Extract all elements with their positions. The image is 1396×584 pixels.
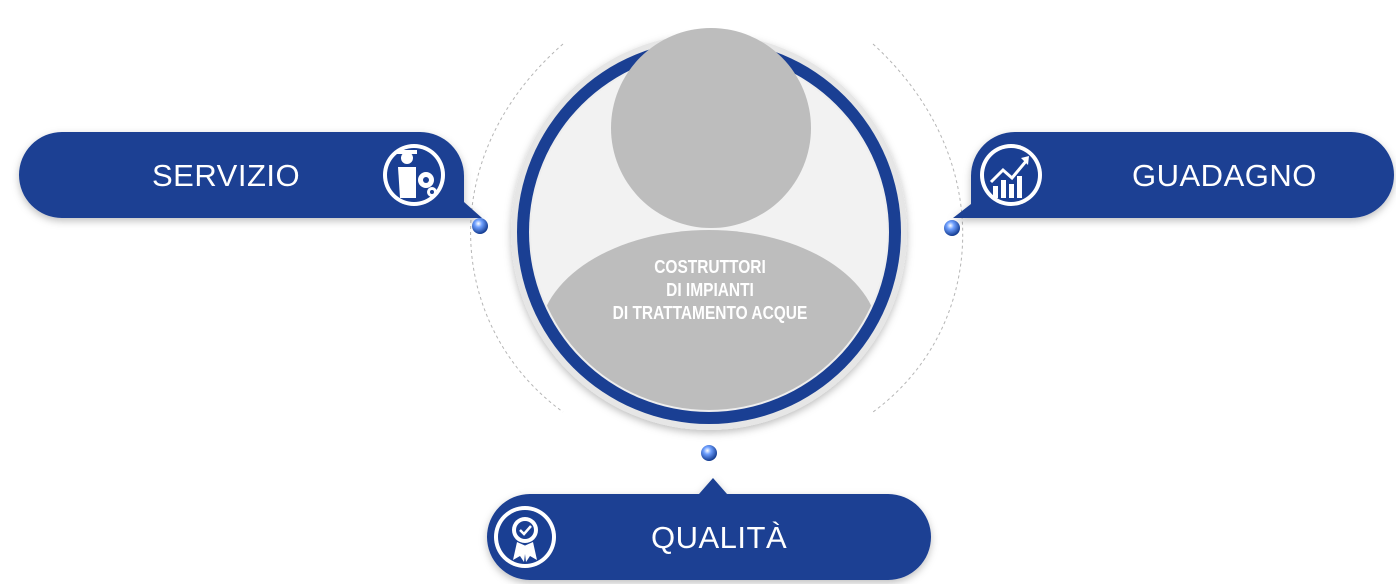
orbit-arc-right — [872, 43, 964, 413]
connector-bead-right — [944, 220, 960, 236]
center-title-line-3: DI TRATTAMENTO ACQUE — [612, 303, 808, 323]
connector-bead-bottom — [701, 445, 717, 461]
person-head-placeholder — [611, 28, 811, 228]
center-title-line-2: DI IMPIANTI — [666, 280, 754, 300]
money-growth-chart-icon — [980, 144, 1042, 206]
orbit-arc-left — [470, 43, 564, 413]
quality-badge-icon — [494, 506, 556, 568]
guadagno-label: GUADAGNO — [1132, 158, 1317, 193]
center-title: COSTRUTTORI DI IMPIANTI DI TRATTAMENTO A… — [598, 256, 822, 325]
qualita-label: QUALITÀ — [651, 520, 788, 555]
node-guadagno — [953, 132, 1394, 218]
node-qualita — [487, 478, 931, 580]
service-worker-gear-icon — [383, 144, 445, 206]
center-title-line-1: COSTRUTTORI — [654, 257, 766, 277]
servizio-label: SERVIZIO — [152, 158, 301, 193]
node-servizio — [19, 132, 482, 218]
connector-bead-left — [472, 218, 488, 234]
